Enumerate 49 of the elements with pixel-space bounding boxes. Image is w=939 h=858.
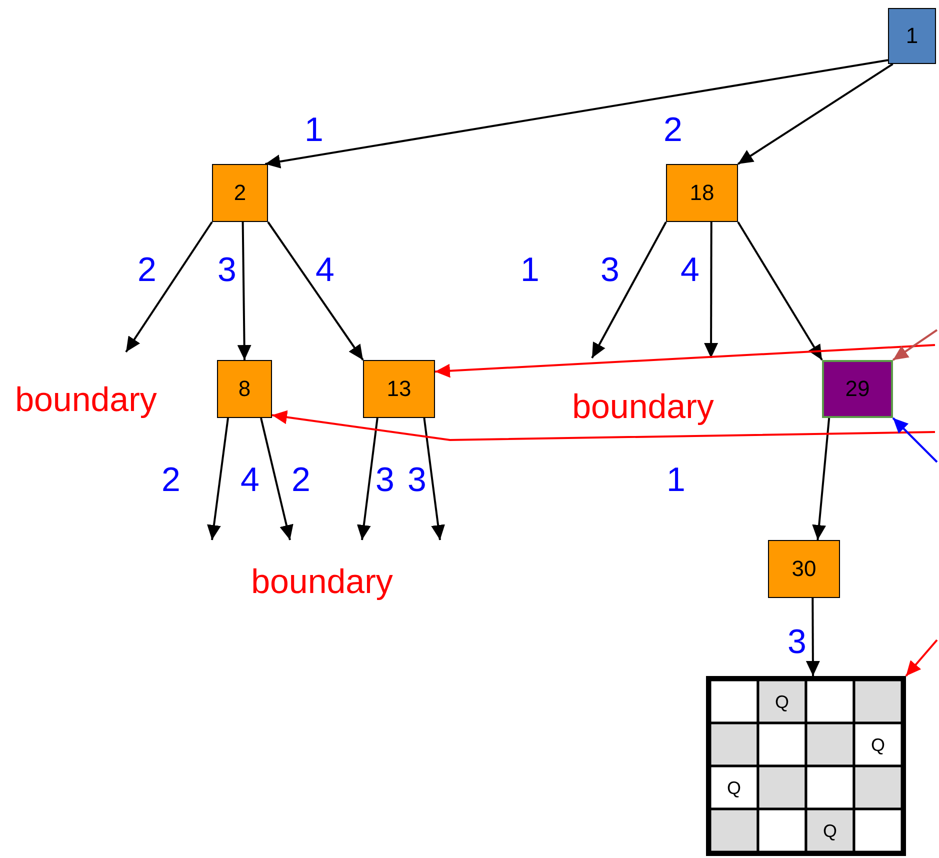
root-node-box: 1 <box>888 8 936 64</box>
branch-number: 3 <box>408 463 426 497</box>
tree-node-box: 8 <box>217 360 272 418</box>
arrow <box>237 222 252 360</box>
branch-number: 2 <box>664 113 682 147</box>
arrow <box>591 222 667 358</box>
arrow <box>272 410 936 441</box>
branch-number: 1 <box>666 463 686 497</box>
branch-number: 3 <box>376 463 394 497</box>
branch-number: 2 <box>162 463 180 497</box>
arrow <box>806 598 820 676</box>
boundary-label: boundary <box>251 565 393 599</box>
arrow <box>423 418 446 540</box>
branch-number: 3 <box>788 625 806 659</box>
arrow <box>356 418 378 540</box>
branch-number: 4 <box>316 253 334 287</box>
branch-number: 4 <box>680 253 700 287</box>
arrow <box>892 417 938 463</box>
arrow <box>260 418 294 540</box>
branch-number: 3 <box>218 253 236 287</box>
branch-number: 2 <box>292 463 310 497</box>
arrow <box>125 221 213 353</box>
branch-number: 3 <box>600 253 620 287</box>
arrow <box>737 63 894 165</box>
arrow <box>737 221 823 361</box>
arrow <box>905 639 938 677</box>
tree-node-box: 30 <box>768 540 840 598</box>
queen-mark: Q <box>871 736 885 754</box>
arrow <box>892 329 938 361</box>
branch-number: 2 <box>138 253 156 287</box>
tree-node-box: 2 <box>212 164 268 222</box>
arrow <box>434 344 936 378</box>
queen-mark: Q <box>823 822 837 840</box>
arrow <box>704 222 718 358</box>
arrow <box>207 418 229 540</box>
branch-number: 4 <box>240 463 260 497</box>
boundary-label: boundary <box>572 390 714 424</box>
chessboard <box>706 676 906 856</box>
tree-node-box: 29 <box>822 360 893 418</box>
arrow <box>812 418 830 540</box>
queen-mark: Q <box>727 778 741 796</box>
arrow <box>267 221 364 361</box>
boundary-label: boundary <box>15 383 157 417</box>
arrow <box>265 59 888 168</box>
branch-number: 1 <box>520 253 540 287</box>
branch-number: 1 <box>304 113 324 147</box>
tree-node-box: 18 <box>666 164 738 222</box>
queen-mark: Q <box>775 692 789 710</box>
tree-node-box: 13 <box>363 360 435 418</box>
